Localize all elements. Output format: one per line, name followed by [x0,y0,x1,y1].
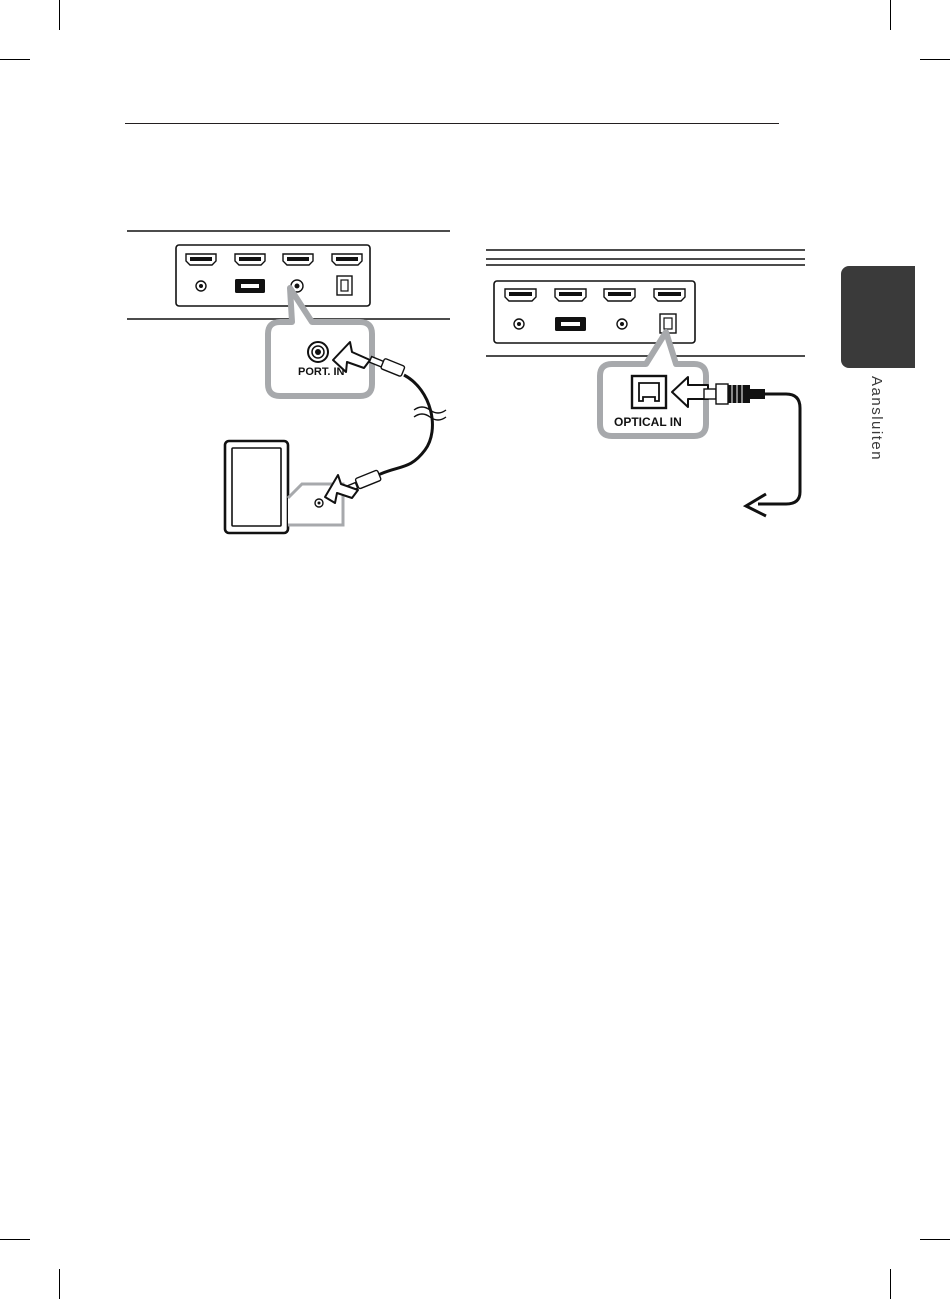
crop-mark [890,1269,891,1299]
chapter-tab [841,266,915,368]
optical-cable [758,394,800,504]
optical-connection-diagram: OPTICAL IN [480,240,820,530]
optical-in-label: OPTICAL IN [614,415,682,429]
crop-mark [59,0,60,30]
optical-plug-icon [704,384,765,404]
crop-mark [920,1239,950,1240]
portable-connection-diagram: PORT. IN [120,220,460,540]
crop-mark [890,0,891,30]
crop-mark [920,59,950,60]
header-rule [125,123,779,124]
port-in-label: PORT. IN [298,366,345,378]
audio-cable [378,375,432,475]
optical-in-large-icon [632,376,666,408]
crop-mark [0,1239,30,1240]
chapter-label: Aansluiten [868,376,885,461]
crop-mark [59,1269,60,1299]
crop-mark [0,59,30,60]
optical-port-icon [337,276,352,295]
